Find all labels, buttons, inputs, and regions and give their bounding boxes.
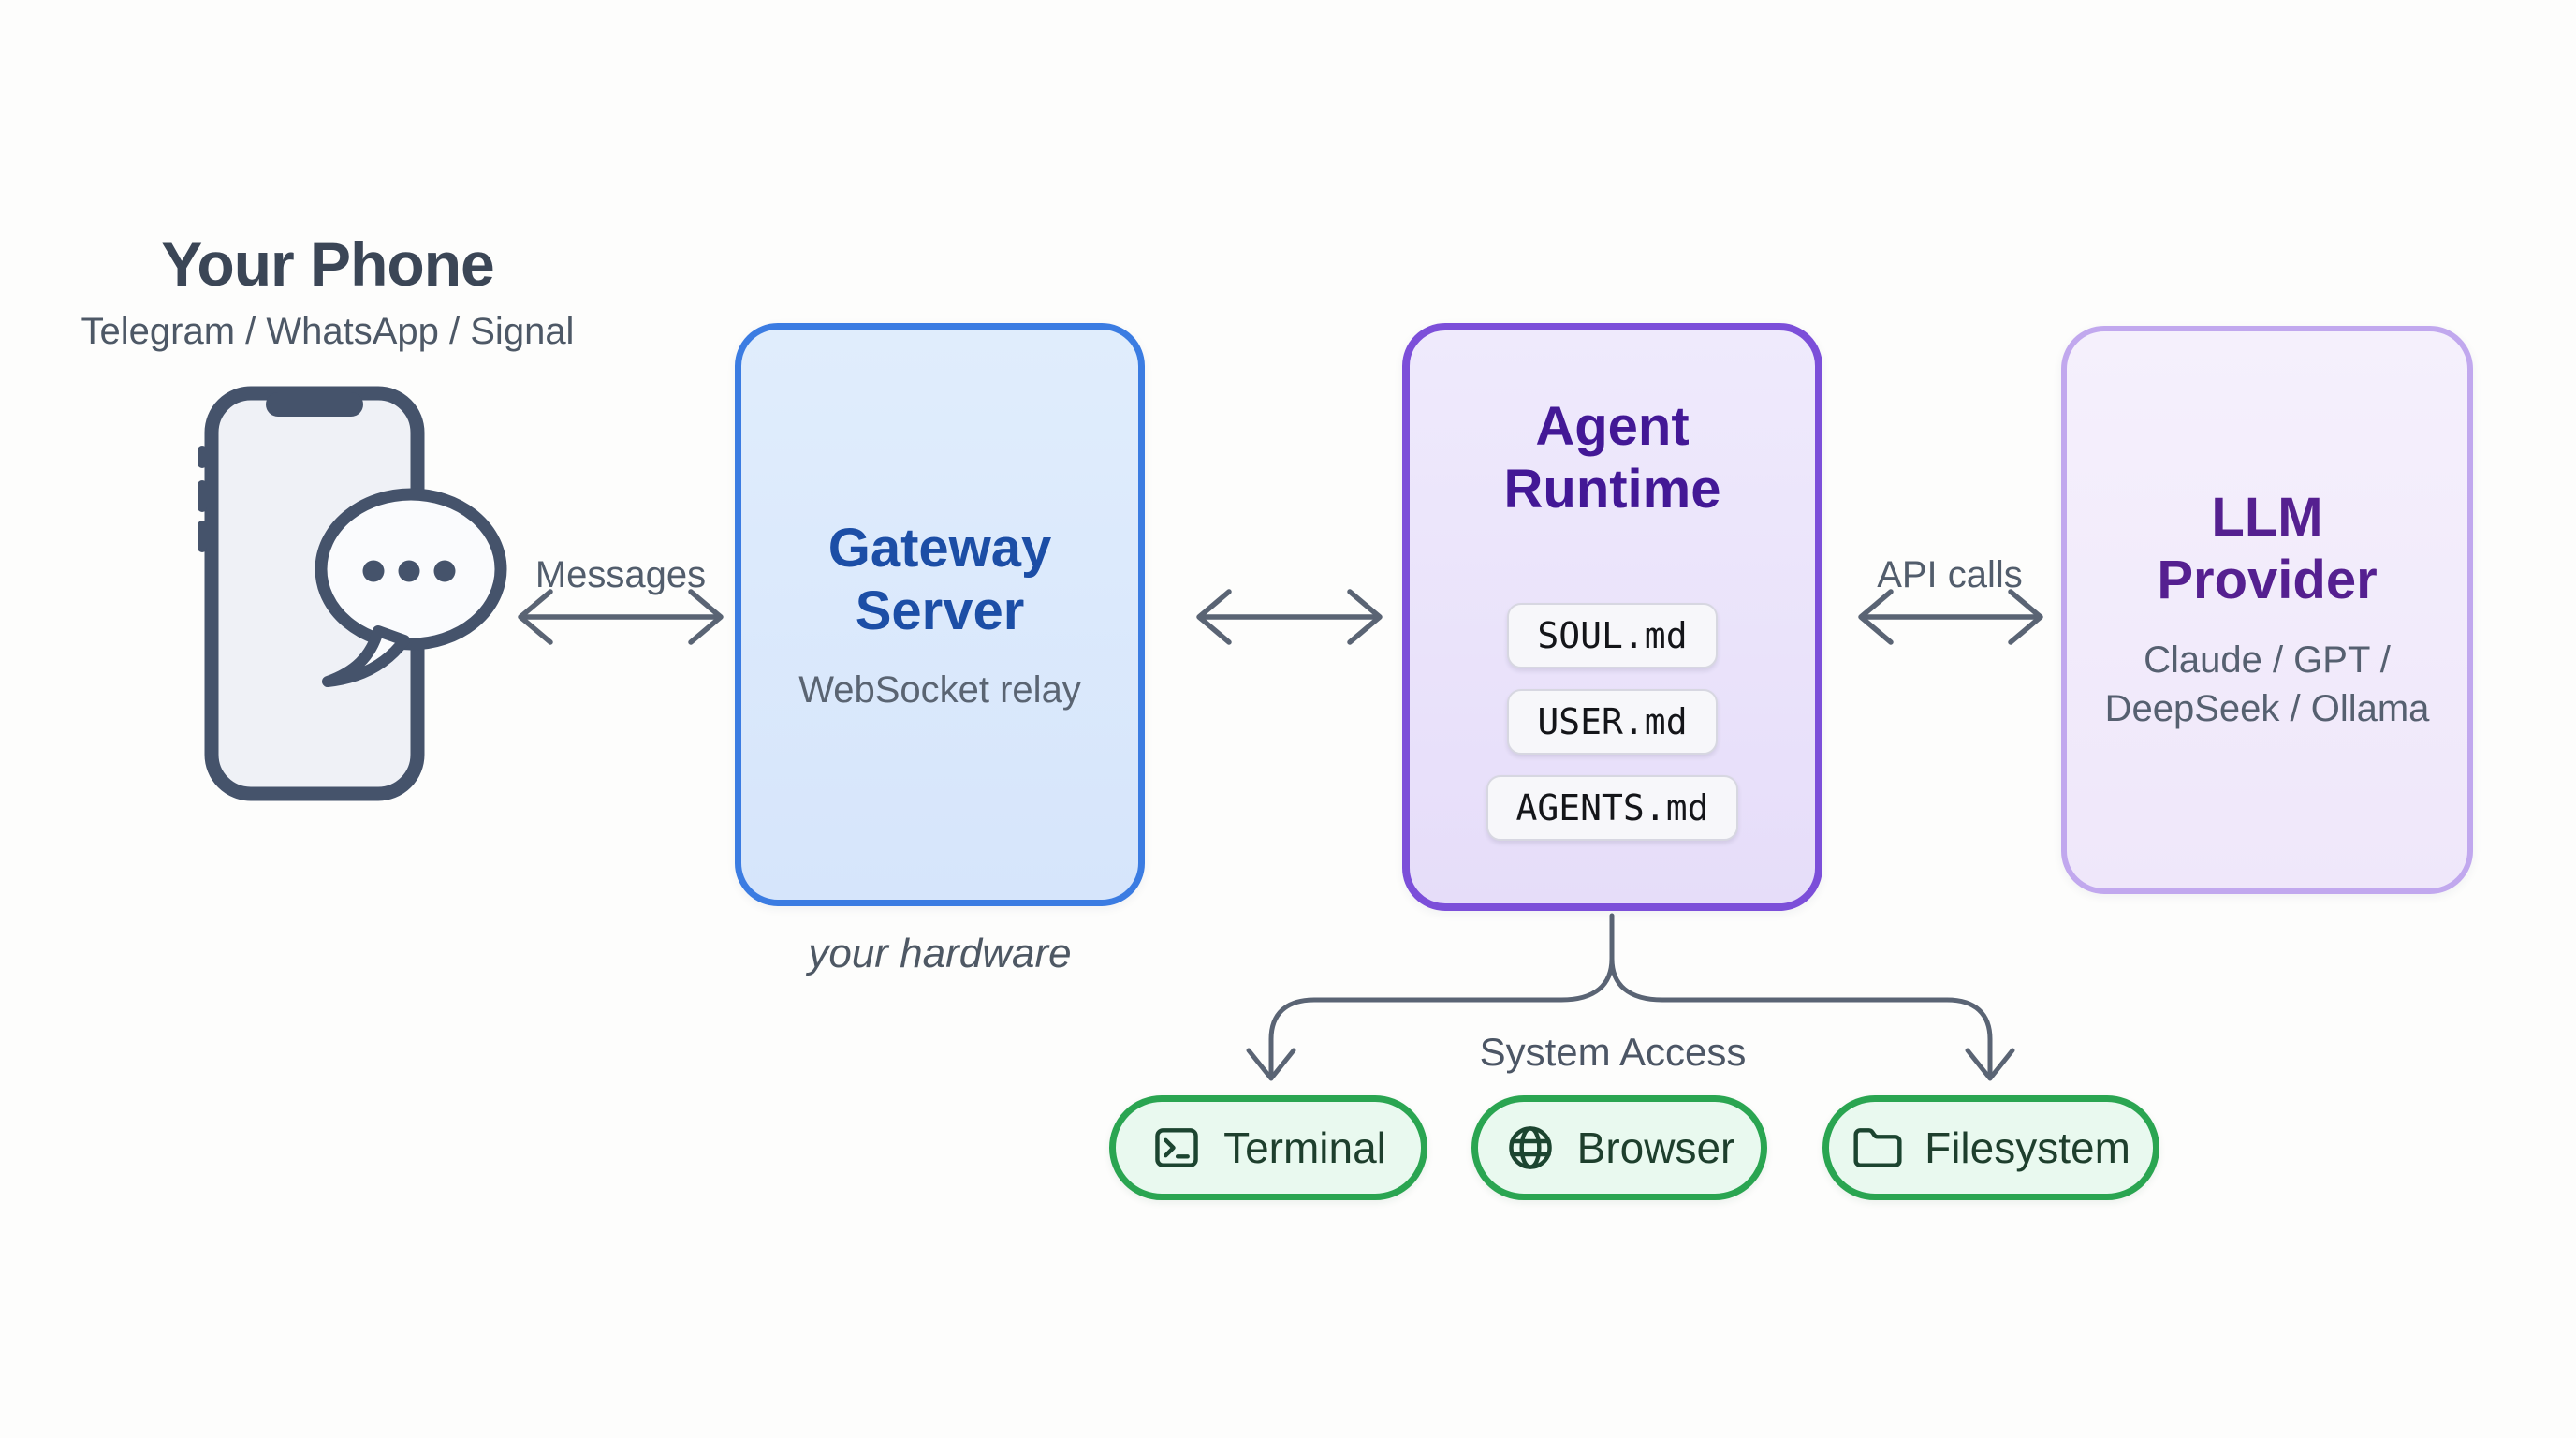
tool-label-browser: Browser [1576,1123,1735,1172]
phone-subtitle: Telegram / WhatsApp / Signal [80,311,575,352]
agent-runtime-title: Agent Runtime [1503,396,1721,520]
gateway-server-title: Gateway Server [827,518,1052,641]
llm-provider-box: LLM Provider Claude / GPT / DeepSeek / O… [2061,326,2473,894]
terminal-icon [1155,1128,1198,1167]
messages-arrow-label: Messages [534,554,707,595]
gateway-agent-arrow [1196,589,1383,645]
api-calls-arrow [1858,589,2043,645]
agent-file-list: SOUL.md USER.md AGENTS.md [1486,603,1739,842]
phone-icon [198,386,425,801]
tool-label-terminal: Terminal [1223,1123,1386,1172]
phone-title: Your Phone [161,229,494,299]
globe-icon [1508,1126,1552,1169]
file-chip-soul: SOUL.md [1507,603,1718,669]
api-calls-arrow-label: API calls [1877,554,2023,595]
tool-pill-filesystem: Filesystem [1822,1095,2159,1200]
folder-icon [1853,1128,1902,1167]
file-chip-agents: AGENTS.md [1486,775,1739,842]
chat-bubble-icon [315,488,507,687]
agent-runtime-box: Agent Runtime SOUL.md USER.md AGENTS.md [1402,323,1822,911]
llm-provider-subtitle: Claude / GPT / DeepSeek / Ollama [2104,639,2430,730]
gateway-hardware-caption: your hardware [808,931,1072,976]
tool-pill-terminal: Terminal [1109,1095,1427,1200]
file-chip-user: USER.md [1507,689,1718,756]
system-access-label: System Access [1479,1030,1747,1074]
gateway-server-subtitle: WebSocket relay [798,668,1081,711]
llm-provider-title: LLM Provider [2157,486,2378,610]
tool-label-filesystem: Filesystem [1925,1123,2130,1172]
gateway-server-box: Gateway Server WebSocket relay [735,323,1145,906]
messages-arrow [518,589,724,645]
tool-pill-browser: Browser [1471,1095,1767,1200]
